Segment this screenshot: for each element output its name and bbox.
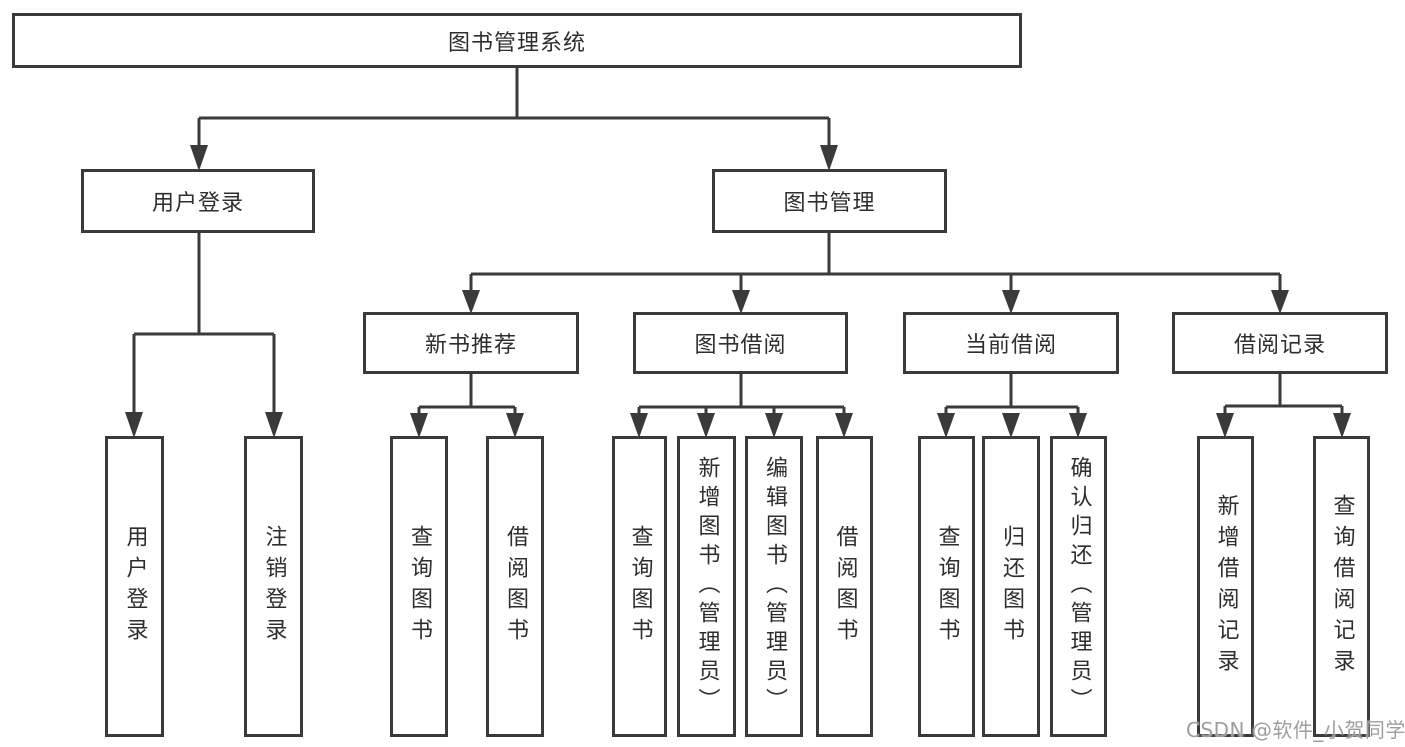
watermark: CSDN @软件_小贺同学: [1186, 718, 1405, 742]
node-borrow-records: 借阅记录: [1172, 312, 1388, 374]
node-user-login: 用户登录: [81, 169, 315, 233]
node-new-book-recommend: 新书推荐: [363, 312, 579, 374]
node-current-borrow: 当前借阅: [903, 312, 1119, 374]
leaf-bb-edit-books-admin: 编辑图书（管理员）: [745, 436, 803, 737]
node-root: 图书管理系统: [12, 13, 1022, 68]
leaf-bb-borrow-books: 借阅图书: [816, 436, 873, 737]
leaf-cb-return-books: 归还图书: [982, 436, 1040, 737]
leaf-br-query-record: 查询借阅记录: [1313, 436, 1370, 737]
arrowheads: [125, 145, 1351, 438]
leaf-logout: 注销登录: [244, 436, 303, 737]
leaf-nbr-query-books: 查询图书: [390, 436, 448, 737]
leaf-cb-confirm-return-admin: 确认归还（管理员）: [1050, 436, 1107, 737]
leaf-bb-add-books-admin: 新增图书（管理员）: [677, 436, 736, 737]
leaf-nbr-borrow-books: 借阅图书: [486, 436, 544, 737]
node-book-borrow: 图书借阅: [633, 312, 848, 374]
leaf-br-add-record: 新增借阅记录: [1197, 436, 1254, 737]
leaf-user-login: 用户登录: [105, 436, 164, 737]
leaf-bb-query-books: 查询图书: [612, 436, 667, 737]
node-book-management: 图书管理: [712, 169, 947, 233]
leaf-cb-query-books: 查询图书: [918, 436, 975, 737]
